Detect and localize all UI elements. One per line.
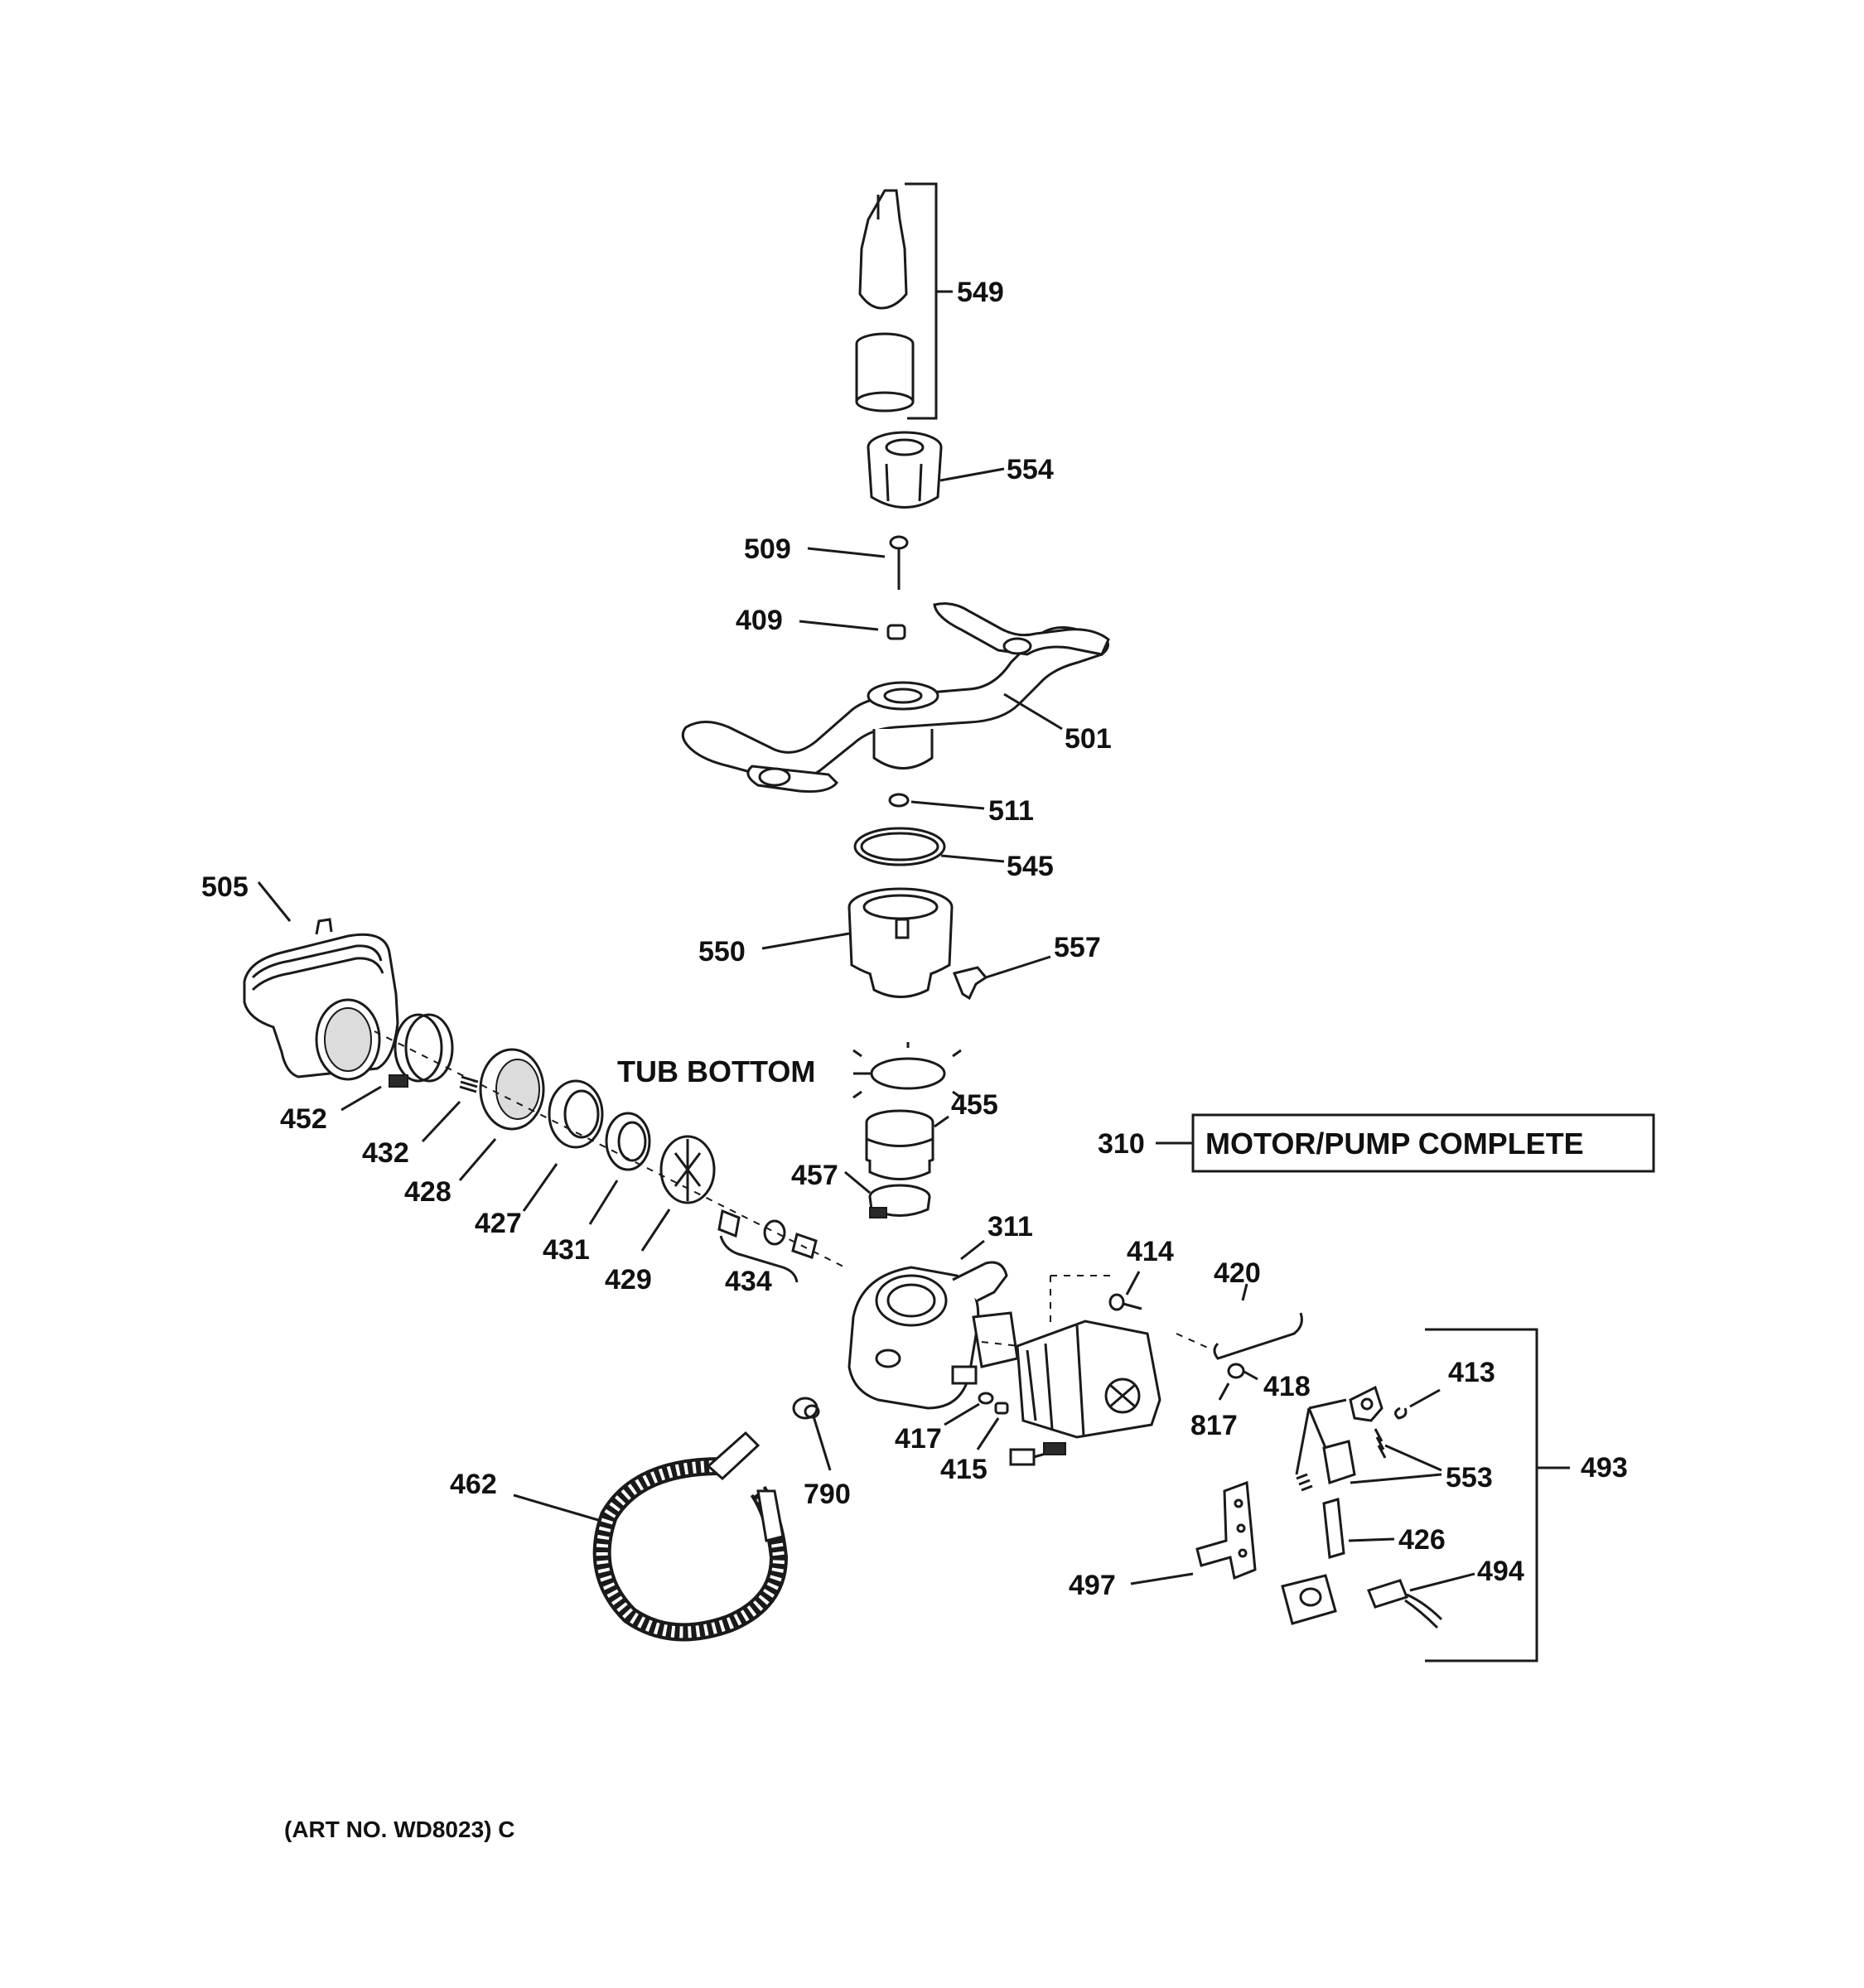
part-311-pump-housing — [847, 1261, 1019, 1410]
label-462: 462 — [450, 1469, 497, 1500]
label-414: 414 — [1127, 1236, 1174, 1267]
label-420: 420 — [1214, 1257, 1261, 1289]
label-553: 553 — [1446, 1462, 1493, 1493]
label-511: 511 — [988, 795, 1034, 827]
part-426-pin — [1322, 1498, 1345, 1559]
label-431: 431 — [543, 1234, 590, 1266]
label-432: 432 — [362, 1137, 409, 1169]
part-545-ring — [853, 827, 946, 866]
label-429: 429 — [605, 1264, 652, 1296]
label-428: 428 — [404, 1176, 452, 1208]
part-solenoid — [1281, 1574, 1337, 1625]
label-426: 426 — [1398, 1524, 1446, 1556]
part-415-nut — [994, 1402, 1009, 1415]
label-455: 455 — [951, 1089, 998, 1121]
art-number: (ART NO. WD8023) C — [284, 1817, 514, 1842]
part-455-boot — [865, 1109, 934, 1180]
part-409 — [886, 624, 906, 640]
part-505-sump — [243, 918, 399, 1081]
label-505: 505 — [201, 871, 249, 903]
label-494: 494 — [1477, 1556, 1524, 1587]
label-501: 501 — [1065, 723, 1112, 755]
part-501-spray-arm — [681, 602, 1110, 793]
label-549: 549 — [957, 277, 1004, 308]
part-432-screw — [459, 1075, 479, 1093]
part-414-screw — [1108, 1293, 1142, 1311]
part-431-seal — [605, 1112, 651, 1171]
label-817: 817 — [1190, 1410, 1238, 1441]
label-418: 418 — [1263, 1371, 1311, 1402]
part-413 — [1394, 1407, 1408, 1420]
label-311: 311 — [988, 1211, 1033, 1242]
label-409: 409 — [736, 605, 783, 636]
tub-bottom-opening — [852, 1042, 962, 1099]
label-554: 554 — [1007, 454, 1054, 485]
part-429-impeller — [659, 1135, 716, 1204]
label-413: 413 — [1448, 1357, 1495, 1388]
label-457: 457 — [791, 1160, 838, 1191]
part-434-parts — [717, 1209, 818, 1259]
part-817-screw — [1227, 1363, 1258, 1381]
label-434: 434 — [725, 1266, 772, 1297]
part-428-filter — [479, 1048, 545, 1131]
part-494-connector — [1367, 1579, 1443, 1629]
part-427-ring — [548, 1079, 604, 1149]
part-554-nut — [867, 431, 943, 509]
motor-pump-complete-box — [1191, 1113, 1655, 1173]
part-420-rod — [1213, 1312, 1303, 1360]
label-497: 497 — [1069, 1570, 1116, 1601]
part-549-spray-tube — [855, 189, 915, 413]
part-553-springs — [1296, 1428, 1387, 1492]
part-452-clamp — [389, 1013, 454, 1088]
motor-pump-complete-label: MOTOR/PUMP COMPLETE — [1205, 1127, 1584, 1160]
part-418-lever — [1349, 1385, 1384, 1422]
tub-bottom-label: TUB BOTTOM — [617, 1054, 815, 1088]
part-497-bracket — [1195, 1480, 1257, 1580]
part-511 — [888, 793, 910, 808]
part-790-clip — [792, 1397, 820, 1420]
part-417-washer — [978, 1392, 994, 1405]
part-462-hose — [592, 1431, 789, 1642]
label-545: 545 — [1007, 851, 1054, 882]
label-427: 427 — [475, 1208, 522, 1239]
part-509-screw — [889, 535, 909, 590]
label-415: 415 — [940, 1454, 988, 1485]
label-310: 310 — [1098, 1128, 1145, 1160]
label-550: 550 — [698, 936, 746, 967]
label-509: 509 — [744, 533, 791, 565]
label-417: 417 — [895, 1423, 942, 1455]
label-452: 452 — [280, 1103, 327, 1135]
part-557-clip — [952, 966, 988, 1001]
label-493: 493 — [1581, 1452, 1628, 1484]
part-550-housing — [847, 887, 954, 998]
part-motor — [1009, 1320, 1161, 1466]
label-557: 557 — [1054, 932, 1101, 963]
part-457-clamp — [868, 1184, 931, 1218]
label-790: 790 — [804, 1479, 851, 1510]
